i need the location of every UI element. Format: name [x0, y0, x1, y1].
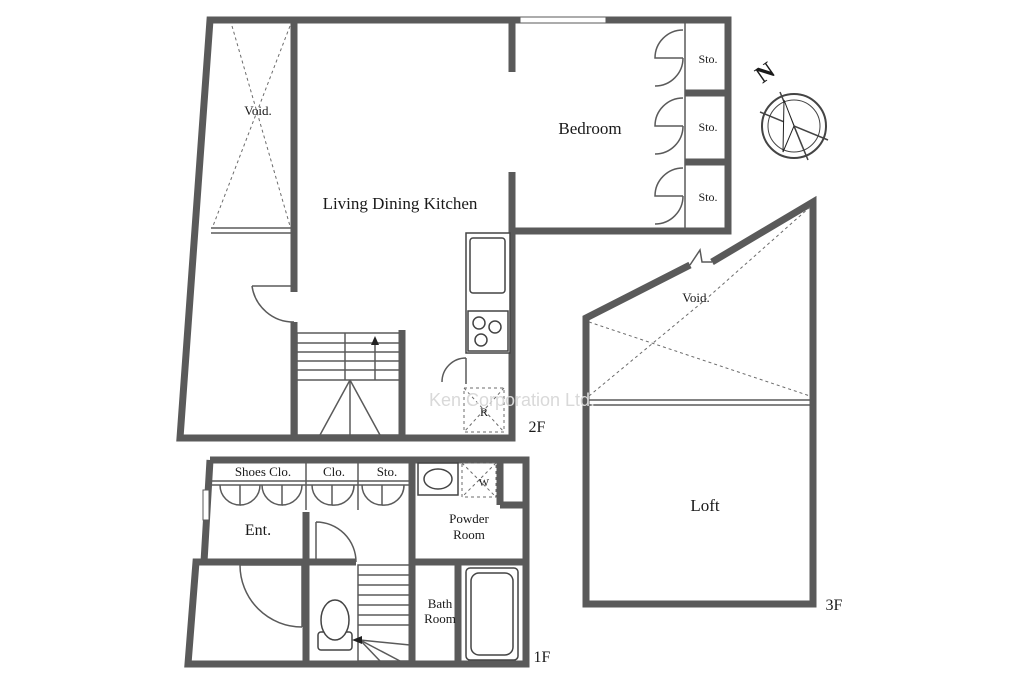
- label-clo: Clo.: [323, 464, 345, 479]
- wall-2f-west: [176, 16, 294, 442]
- void-2f-x2: [212, 25, 291, 227]
- watermark: Ken Corporation Ltd.: [429, 390, 595, 410]
- closet-doors-1f: [219, 484, 405, 506]
- window-ent: [202, 489, 210, 521]
- stairs-2f: [296, 332, 403, 436]
- floor-1f: [184, 456, 530, 668]
- wall-3f-break: [689, 248, 712, 266]
- label-sto-1: Sto.: [698, 52, 717, 66]
- void-3f-d2: [588, 321, 811, 397]
- toilet: [317, 599, 353, 651]
- label-bedroom: Bedroom: [558, 119, 621, 138]
- floor-2f: [176, 16, 732, 442]
- label-ent: Ent.: [245, 522, 271, 539]
- label-floor-1f: 1F: [534, 649, 551, 666]
- label-floor-3f: 3F: [826, 597, 843, 614]
- label-washer: W: [479, 477, 490, 489]
- label-void-3f: Void.: [682, 290, 710, 305]
- compass: [759, 91, 829, 161]
- kitchen-sink: [469, 237, 506, 294]
- refrigerator-space: [463, 387, 505, 433]
- washer-space: [461, 462, 497, 498]
- compass-north-label: N: [751, 57, 781, 89]
- door-toilet: [315, 521, 357, 563]
- label-sto-1f: Sto.: [377, 464, 398, 479]
- void-2f-x1: [231, 25, 291, 227]
- window-bedroom: [519, 16, 607, 24]
- label-shoes-clo: Shoes Clo.: [235, 464, 291, 479]
- burner-1: [472, 316, 486, 330]
- label-sto-2: Sto.: [698, 120, 717, 134]
- sto-doors: [654, 29, 684, 225]
- label-sto-3: Sto.: [698, 190, 717, 204]
- cooktop: [467, 310, 509, 352]
- burner-2: [488, 320, 502, 334]
- wall-3f-outer: [582, 195, 817, 608]
- label-powder-1: Powder: [449, 511, 489, 526]
- void-3f-d1: [588, 299, 706, 397]
- door-entrance: [239, 564, 303, 628]
- door-2f-void: [251, 285, 295, 323]
- label-loft: Loft: [690, 496, 720, 515]
- label-bath-1: Bath: [428, 596, 453, 611]
- floor-3f: [582, 195, 817, 608]
- void-3f-d3: [704, 206, 811, 301]
- label-ldk: Living Dining Kitchen: [323, 194, 478, 213]
- label-bath-2: Room: [424, 611, 456, 626]
- burner-3: [474, 333, 488, 347]
- stairs-1f: [352, 564, 411, 662]
- wall-2f-outer: [232, 16, 732, 442]
- door-2f-kitchen: [441, 357, 467, 384]
- label-void-2f: Void.: [244, 103, 272, 118]
- label-refrigerator: R: [480, 405, 488, 419]
- label-floor-2f: 2F: [529, 419, 546, 436]
- label-powder-2: Room: [453, 527, 485, 542]
